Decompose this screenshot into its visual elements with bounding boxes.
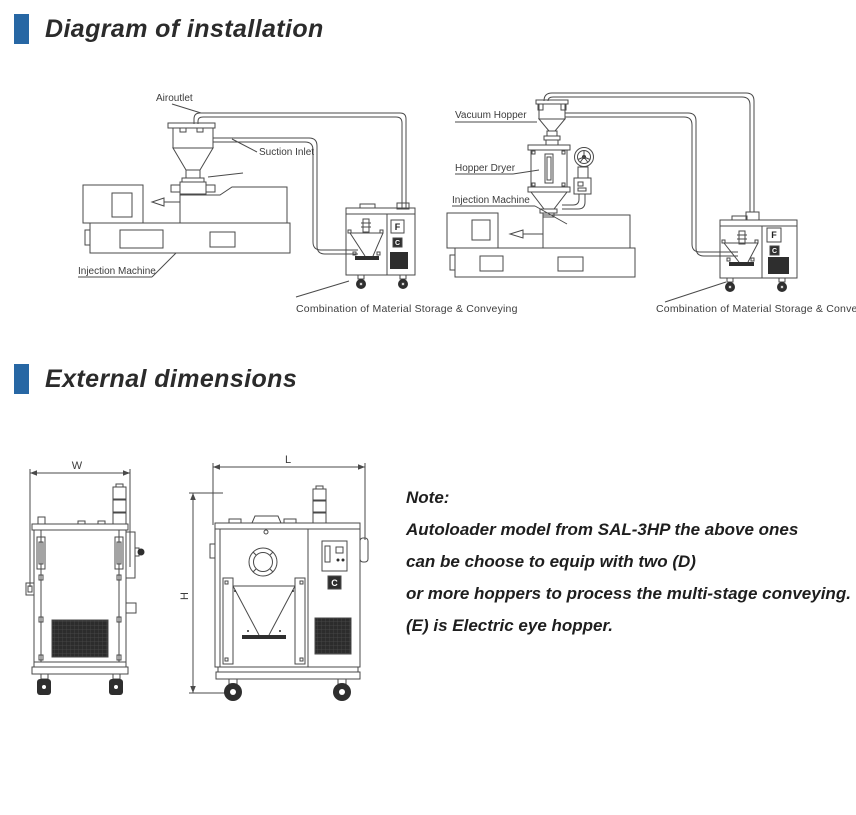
length-dimension: L bbox=[212, 454, 366, 540]
caption-leader-line bbox=[664, 281, 727, 303]
height-dimension-label: H bbox=[179, 592, 191, 600]
unit-badge-bottom: C bbox=[395, 240, 400, 247]
vacuum-pipe bbox=[543, 92, 755, 212]
dimensions-section-header: External dimensions bbox=[14, 363, 297, 395]
machine-front-view bbox=[209, 515, 369, 680]
autoloader-hopper bbox=[167, 122, 244, 195]
injection-machine-label: Injection Machine bbox=[78, 266, 156, 277]
casters bbox=[37, 673, 123, 695]
left-diagram-caption: Combination of Material Storage & Convey… bbox=[296, 303, 518, 315]
note-line: (E) is Electric eye hopper. bbox=[406, 616, 613, 635]
right-diagram-caption: Combination of Material Storage & Convey… bbox=[656, 303, 856, 315]
panel-c-badge: C bbox=[331, 578, 338, 588]
vacuum-hopper-label: Vacuum Hopper bbox=[455, 110, 527, 121]
width-dimension-label: W bbox=[72, 460, 83, 472]
note-line: or more hoppers to process the multi-sta… bbox=[406, 584, 851, 603]
vacuum-hopper-drawing bbox=[535, 99, 569, 146]
front-view-drawing: L H bbox=[179, 454, 369, 701]
note-block: Note: Autoloader model from SAL-3HP the … bbox=[406, 482, 856, 642]
length-dimension-label: L bbox=[285, 454, 291, 466]
installation-diagram-right: F C Vacuum Hopper Hopper Dryer Injection… bbox=[446, 92, 798, 303]
storage-conveying-unit bbox=[345, 202, 416, 289]
caption-leader-line bbox=[295, 280, 350, 298]
hopper-dryer-label: Hopper Dryer bbox=[455, 163, 516, 174]
injection-machine-label: Injection Machine bbox=[452, 195, 530, 206]
injection-machine-drawing bbox=[82, 184, 291, 254]
side-view-drawing: W bbox=[25, 460, 145, 695]
suction-inlet-label: Suction Inlet bbox=[259, 147, 314, 158]
note-line: can be choose to equip with two (D) bbox=[406, 552, 696, 571]
injection-machine-drawing bbox=[446, 212, 636, 278]
section-marker-icon bbox=[14, 364, 29, 394]
signal-tower bbox=[312, 485, 327, 524]
airoutlet-pipe bbox=[193, 112, 407, 208]
storage-conveying-unit bbox=[719, 211, 798, 292]
unit-badge-bottom: C bbox=[772, 248, 777, 255]
unit-badge-top: F bbox=[395, 222, 401, 232]
signal-tower bbox=[112, 483, 127, 525]
casters bbox=[224, 678, 351, 701]
suction-pipe bbox=[213, 137, 358, 255]
section-marker-icon bbox=[14, 14, 29, 44]
installation-section-title: Diagram of installation bbox=[45, 14, 324, 43]
height-dimension: H bbox=[179, 492, 229, 694]
installation-section-header: Diagram of installation bbox=[14, 13, 324, 45]
note-line: Autoloader model from SAL-3HP the above … bbox=[406, 520, 799, 539]
airoutlet-label: Airoutlet bbox=[156, 93, 193, 104]
cabinet-side-view bbox=[25, 516, 145, 675]
unit-badge-top: F bbox=[771, 230, 777, 240]
dimensions-section-title: External dimensions bbox=[45, 364, 298, 393]
installation-diagram-left: F C Airoutlet Suction Inlet Injection Ma… bbox=[78, 93, 416, 298]
width-dimension: W bbox=[29, 460, 131, 587]
suction-pipe bbox=[565, 112, 738, 257]
dryer-blower bbox=[562, 147, 594, 210]
note-heading: Note: bbox=[406, 488, 450, 507]
